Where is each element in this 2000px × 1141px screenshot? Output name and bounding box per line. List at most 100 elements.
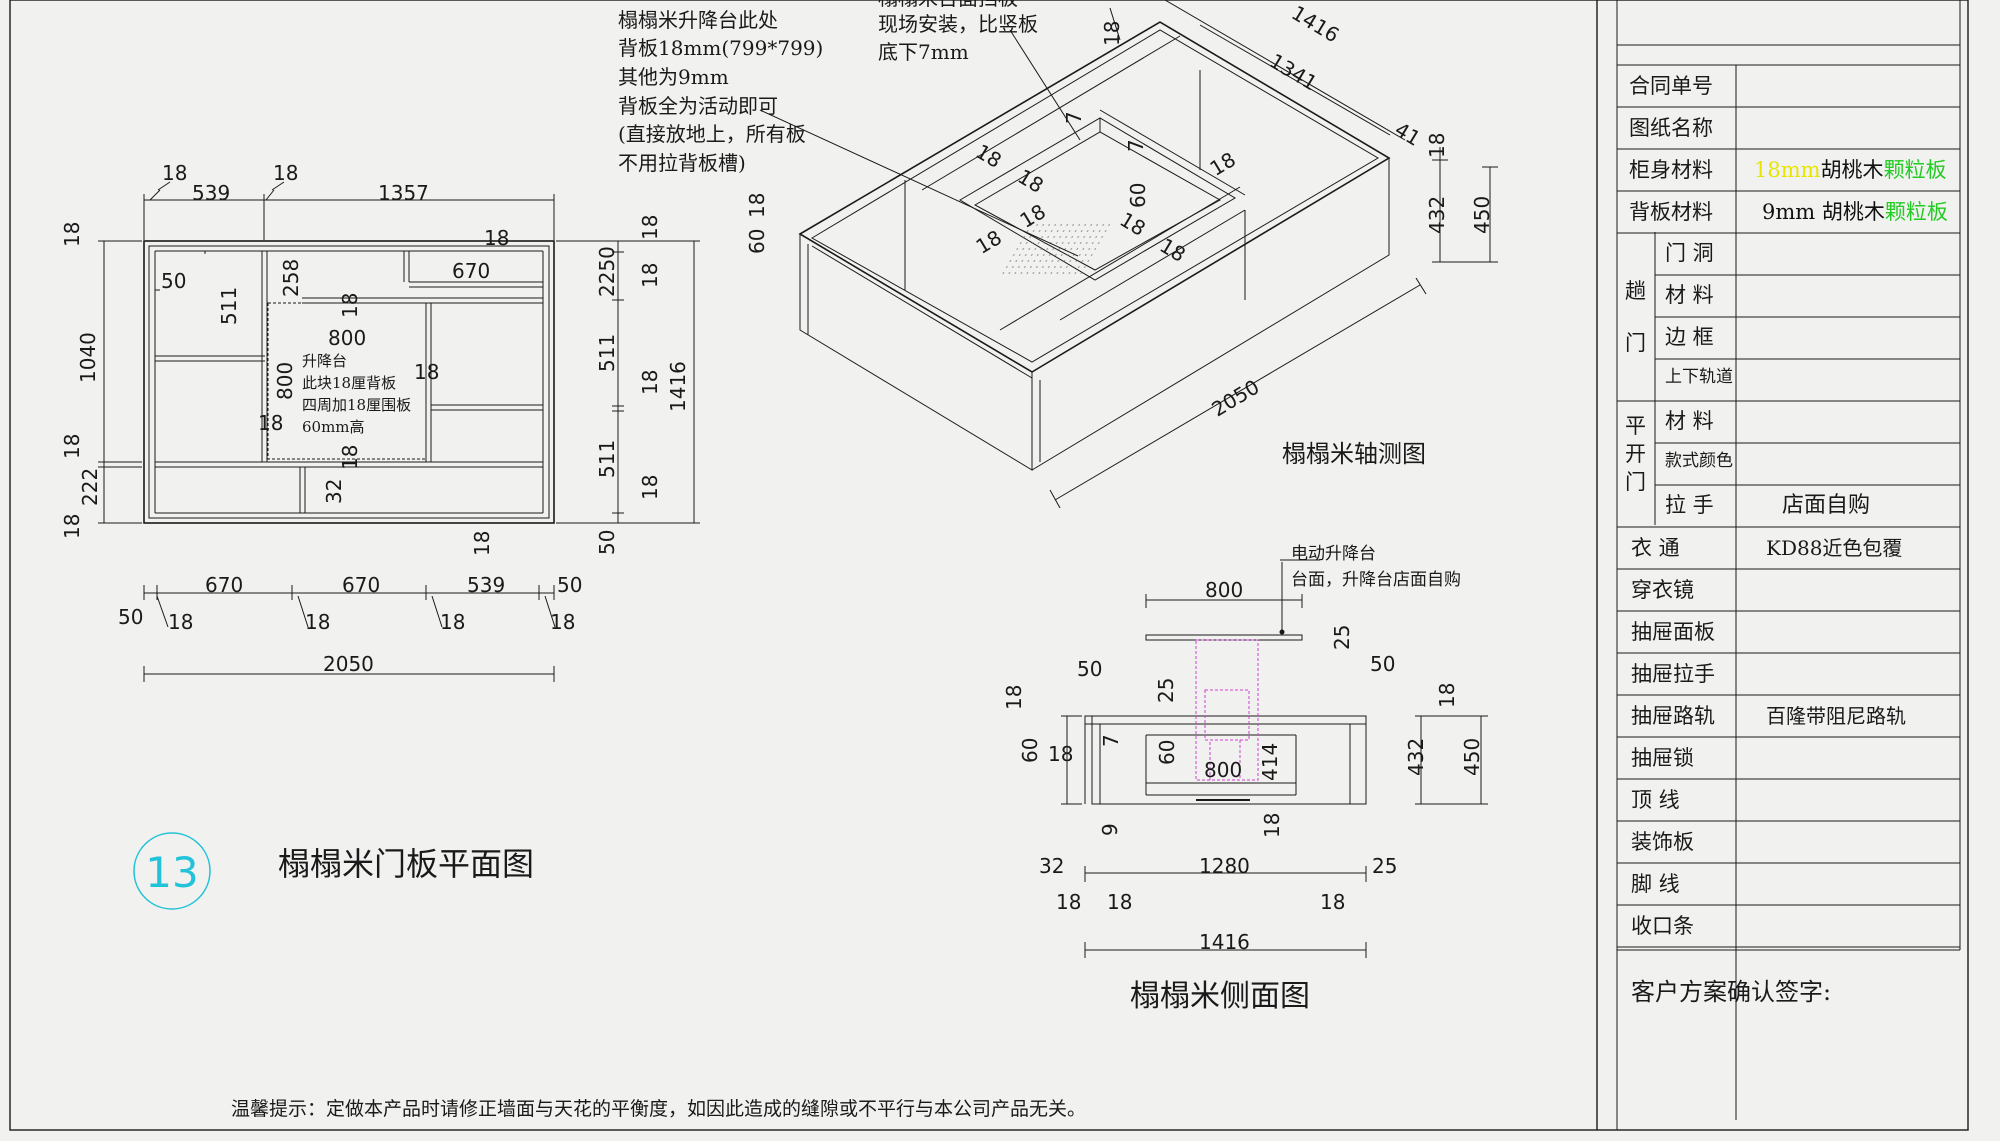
side-dim-800a: 800 (1205, 578, 1244, 602)
side-dim-9: 9 (1098, 823, 1122, 836)
side-dim-1280: 1280 (1199, 854, 1250, 878)
plan-dim-top-539: 539 (192, 181, 231, 205)
table-label: 抽屉锁 (1631, 746, 1694, 770)
side-dim-414: 414 (1258, 742, 1282, 781)
side-dim-50b: 50 (1370, 652, 1396, 676)
plan-inner-18c: 18 (414, 360, 440, 384)
plan-inner-18a: 18 (484, 226, 510, 250)
drawing-number: 13 (145, 848, 199, 897)
iso-note-left-5: (直接放地上，所有板 (618, 122, 806, 146)
plan-inner-18b: 18 (338, 292, 362, 318)
iso-note-left-1: 榻榻米升降台此处 (618, 8, 778, 32)
side-dim-25a: 25 (1330, 624, 1354, 650)
plan-inner-50: 50 (161, 269, 187, 293)
iso-note-left-6: 不用拉背板槽) (618, 151, 746, 175)
table-value-part: 9mm 胡桃木 (1762, 200, 1885, 224)
plan-inner-800a: 800 (328, 326, 367, 350)
iso-dim-432: 432 (1425, 195, 1449, 234)
iso-note-left-4: 背板全为活动即可 (618, 94, 778, 118)
side-dim-18d: 18 (1260, 812, 1284, 838)
side-dim-7: 7 (1099, 734, 1123, 747)
side-dim-60b: 60 (1155, 739, 1179, 765)
plan-dim-left-1040: 1040 (76, 332, 100, 383)
plan-dim-right-18d: 18 (638, 474, 662, 500)
plan-inner-32: 32 (322, 478, 346, 504)
iso-dim-7a: 7 (1062, 111, 1086, 124)
table-label: 柜身材料 (1629, 158, 1713, 182)
side-dim-18c: 18 (1435, 682, 1459, 708)
table-label: 穿衣镜 (1631, 578, 1694, 602)
plan-dim-right-2250: 2250 (595, 246, 619, 297)
side-dim-25c: 25 (1372, 854, 1398, 878)
plan-inner-18d: 18 (258, 411, 284, 435)
table-label: 抽屉路轨 (1631, 704, 1715, 728)
plan-dim-bottom-18d: 18 (550, 610, 576, 634)
swing-door-item: 材 料 (1665, 409, 1714, 433)
plan-dim-right-18b: 18 (638, 262, 662, 288)
plan-dim-right-511b: 511 (595, 439, 619, 478)
side-dim-1416: 1416 (1199, 930, 1250, 954)
iso-note-right-2: 现场安装，比竖板 (878, 12, 1038, 36)
signature-label: 客户方案确认签字: (1631, 978, 1832, 1006)
plan-inner-18e: 18 (338, 444, 362, 470)
plan-dim-top-18b: 18 (273, 161, 299, 185)
iso-note-left-2: 背板18mm(799*799) (618, 36, 824, 60)
swing-door-item: 拉 手 (1665, 493, 1714, 517)
plan-dim-left-18b: 18 (60, 433, 84, 459)
sliding-door-item: 上下轨道 (1665, 367, 1733, 387)
plan-dim-bottom-2050: 2050 (323, 652, 374, 676)
platform-note-3: 四周加18厘围板 (302, 396, 412, 414)
side-dim-25b: 25 (1154, 677, 1178, 703)
plan-dim-left-222: 222 (78, 467, 102, 506)
plan-dim-right-50: 50 (595, 529, 619, 555)
side-title: 榻榻米侧面图 (1130, 979, 1310, 1014)
side-dim-32: 32 (1039, 854, 1065, 878)
group-label-swing-3: 门 (1625, 470, 1646, 494)
group-label-swing-1: 平 (1625, 414, 1646, 438)
sliding-door-item: 门 洞 (1665, 241, 1714, 265)
group-label-swing-2: 开 (1625, 442, 1646, 466)
plan-dim-right-511a: 511 (595, 333, 619, 372)
platform-note-4: 60mm高 (302, 418, 365, 436)
plan-inner-670: 670 (452, 259, 491, 283)
side-note-1: 电动升降台 (1291, 544, 1376, 564)
table-label: 抽屉面板 (1631, 620, 1715, 644)
side-dim-18b: 18 (1048, 742, 1074, 766)
iso-title: 榻榻米轴测图 (1282, 440, 1426, 468)
plan-dim-right-1416: 1416 (666, 361, 690, 412)
platform-note-1: 升降台 (302, 352, 348, 370)
plan-view (98, 181, 700, 682)
plan-inner-18f: 18 (470, 530, 494, 556)
table-value-part: 颗粒板 (1884, 200, 1948, 224)
iso-note-right-1: 榻榻米台面挡板 (878, 0, 1018, 8)
plan-dim-right-18c: 18 (638, 369, 662, 395)
iso-dim-18a: 18 (1425, 132, 1449, 158)
table-value: KD88近色包覆 (1766, 536, 1903, 560)
swing-door-item: 款式颜色 (1665, 451, 1733, 471)
iso-note-right-3: 底下7mm (878, 40, 969, 64)
group-label-sliding-1: 趟 (1625, 279, 1646, 303)
title-block-table (1616, 0, 1961, 1130)
iso-dim-60b: 60 (745, 228, 769, 254)
table-label: 背板材料 (1629, 200, 1713, 224)
table-label: 衣 通 (1631, 536, 1680, 560)
plan-inner-800b: 800 (273, 361, 297, 400)
plan-dim-right-18a: 18 (638, 214, 662, 240)
table-label: 脚 线 (1631, 872, 1680, 896)
side-dim-450: 450 (1460, 737, 1484, 776)
table-label: 顶 线 (1631, 788, 1680, 812)
table-value-part: 颗粒板 (1883, 158, 1947, 182)
plan-dim-bottom-18b: 18 (305, 610, 331, 634)
sliding-door-item: 边 框 (1665, 325, 1714, 349)
plan-dim-left-18c: 18 (60, 513, 84, 539)
plan-dim-top-18a: 18 (162, 161, 188, 185)
plan-dim-bottom-50a: 50 (118, 605, 144, 629)
plan-dim-bottom-18c: 18 (440, 610, 466, 634)
iso-dim-18j: 18 (745, 192, 769, 218)
side-dim-50a: 50 (1077, 657, 1103, 681)
handle-value: 店面自购 (1782, 493, 1871, 518)
side-dim-18a: 18 (1002, 684, 1026, 710)
iso-dim-450: 450 (1470, 195, 1494, 234)
side-view (1061, 559, 1488, 958)
